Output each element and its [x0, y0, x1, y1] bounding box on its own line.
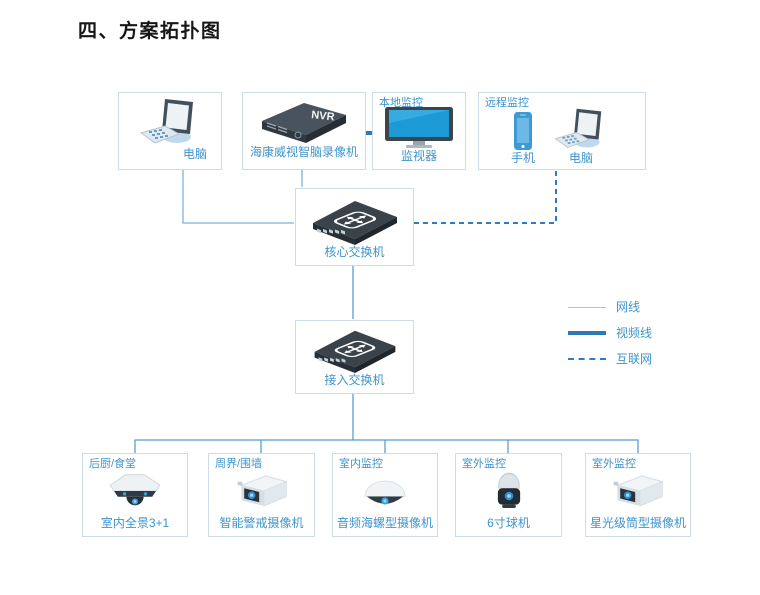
legend-item-video-cable: 视频线	[568, 326, 652, 340]
nvr-label: 海康威视智脑录像机	[249, 145, 358, 159]
camera-box-indoor: 室内监控 音频海螺型摄像机	[332, 453, 438, 537]
desktop-computer-icon	[549, 107, 613, 151]
smartphone-icon	[511, 111, 535, 151]
network-switch-icon	[305, 193, 405, 245]
pc-box: 电脑	[118, 92, 222, 170]
legend-label: 互联网	[616, 352, 653, 366]
camera-label: 室内全景3+1	[100, 516, 170, 530]
legend-item-internet: 互联网	[568, 352, 652, 366]
legend-label: 视频线	[616, 326, 653, 340]
core-switch-box: 核心交换机	[295, 188, 414, 266]
camera-box-kitchen: 后厨/食堂 室内全景3+1	[82, 453, 188, 537]
core-switch-label: 核心交换机	[324, 245, 385, 259]
camera-label: 星光级筒型摄像机	[589, 516, 686, 530]
zone-label: 室外监控	[592, 458, 636, 470]
pc-label: 电脑	[182, 147, 207, 161]
camera-box-outdoor-ptz: 室外监控 6寸球机	[455, 453, 562, 537]
access-switch-box: 接入交换机	[295, 320, 414, 394]
zone-label: 周界/围墙	[215, 458, 263, 470]
thick-line-swatch	[568, 331, 606, 335]
line-pc-to-core-switch	[182, 170, 294, 224]
zone-label: 室内监控	[339, 458, 383, 470]
network-switch-icon	[305, 323, 405, 373]
access-switch-label: 接入交换机	[324, 373, 385, 387]
zone-label: 室外监控	[462, 458, 506, 470]
bullet-camera-icon	[608, 470, 668, 512]
local-monitoring-box: 本地监控 监视器	[372, 92, 466, 170]
nvr-badge-text: NVR	[311, 109, 335, 123]
thin-line-swatch	[568, 306, 606, 308]
desktop-computer-icon	[135, 97, 205, 147]
tv-monitor-icon	[381, 105, 457, 149]
remote-monitoring-header: 远程监控	[485, 97, 529, 109]
remote-monitoring-box: 远程监控 手机	[478, 92, 646, 170]
camera-label: 智能警戒摄像机	[219, 516, 304, 530]
legend: 网线 视频线 互联网	[568, 300, 652, 366]
page-title: 四、方案拓扑图	[78, 21, 222, 42]
phone-label: 手机	[510, 151, 535, 165]
dome-camera-icon	[356, 471, 414, 511]
local-monitoring-header: 本地监控	[379, 97, 423, 109]
camera-label: 6寸球机	[487, 516, 530, 530]
nvr-recorder-icon: NVR	[254, 99, 354, 145]
camera-label: 音频海螺型摄像机	[336, 516, 433, 530]
camera-bus-line	[134, 439, 639, 453]
ptz-ball-camera-icon	[488, 466, 530, 514]
nvr-box: NVR 海康威视智脑录像机	[242, 92, 366, 170]
remote-pc-label: 电脑	[568, 151, 593, 165]
line-core-to-remote-internet	[414, 171, 557, 224]
legend-label: 网线	[616, 300, 641, 314]
camera-box-perimeter: 周界/围墙 智能警戒摄像机	[208, 453, 315, 537]
legend-item-network-cable: 网线	[568, 300, 652, 314]
panoramic-camera-icon	[104, 470, 166, 512]
camera-box-outdoor-bullet: 室外监控 星光级筒型摄像机	[585, 453, 691, 537]
zone-label: 后厨/食堂	[89, 458, 137, 470]
dashed-line-swatch	[568, 358, 606, 360]
monitor-label: 监视器	[400, 149, 437, 163]
bullet-camera-icon	[232, 470, 292, 512]
